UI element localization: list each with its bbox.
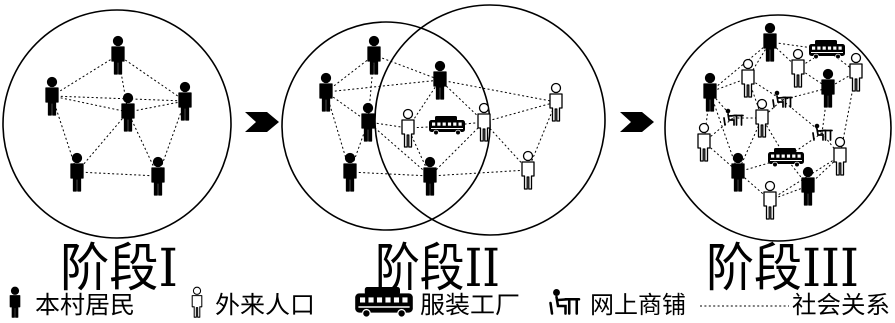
social-relation-line [76,111,129,173]
garment-factory-icon [809,40,845,60]
online-shop-icon [723,108,744,126]
resident-figure [423,156,437,196]
social-relation-line [127,100,186,113]
online-shop-icon [812,123,833,141]
garment-factory-icon [429,116,465,136]
migrant-figure [849,52,863,92]
social-relation-line [127,111,159,177]
resident-figure [319,72,333,112]
legend-migrant-label: 外来人口 [215,291,315,319]
factory-figure [355,287,413,318]
social-relation-line [51,95,129,113]
migrant-figure [763,180,777,220]
resident-figure [367,35,381,75]
migrant-figure [549,82,563,122]
social-relation-line [117,54,186,102]
social-relation-line [527,101,557,171]
resident-figure [801,166,815,206]
resident-figure [70,152,84,192]
social-relation-line [325,79,441,93]
migrant-figure [477,102,491,142]
social-relation-line [483,121,529,171]
resident-figure [731,152,745,192]
hollow-person-figure [191,286,203,318]
stage-1-circle [2,9,232,239]
social-relation-line [703,141,739,173]
migrant-figure [755,98,769,138]
legend-shop-label: 网上商铺 [590,291,686,319]
social-relation-line [709,41,771,93]
chevron-arrow-icon [245,112,279,132]
online-shop-icon [772,90,793,108]
social-relation-line [821,87,829,134]
filled-person-figure [9,286,21,318]
resident-figure [111,35,125,75]
resident-figure [121,92,135,132]
social-relation-line [76,171,159,177]
resident-figure [821,68,835,108]
legend-factory-label: 服装工厂 [420,291,520,319]
resident-figure [361,102,375,142]
legend-relation-label: 社会关系 [792,291,890,319]
online-shop-icon [549,289,581,315]
garment-factory-icon [768,148,804,168]
migrant-figure [697,122,711,162]
resident-figure [178,81,192,121]
stage-3-network [664,14,892,242]
social-relation-line [349,171,431,177]
chevron-arrow-icon [620,112,654,132]
resident-figure [45,76,59,116]
legend: 本村居民 外来人口 服装工厂 网上商铺 社会关系 [9,286,890,319]
migrant-figure [833,136,847,176]
stage-2-network [281,4,606,236]
social-relation-line [325,54,375,93]
stage-1-label: 阶段I [60,239,178,299]
social-relation-line [439,79,485,123]
stage-1-network [2,9,232,239]
social-relation-line [373,54,441,81]
resident-figure [433,60,447,100]
garment-factory-icon [355,287,413,318]
stage-3-circle [664,14,892,242]
hollow-person-icon [191,286,203,318]
social-relation-line [483,101,557,123]
filled-person-icon [9,286,21,318]
social-relation-line [429,169,529,177]
social-relation-line [781,87,829,101]
social-relation-line [761,117,787,159]
social-relation-line [51,95,186,102]
migrant-figure [791,48,805,88]
resident-figure [151,156,165,196]
stage-3-label: 阶段III [706,239,859,299]
legend-resident-label: 本村居民 [35,291,135,319]
migrant-figure [741,58,755,98]
migrant-figure [401,108,415,148]
social-relation-line [51,54,119,97]
stage-2-outsider-circle [374,4,606,236]
social-relation-line [367,121,431,177]
resident-figure [763,22,777,62]
social-relation-line [407,79,441,129]
social-relation-line [439,79,557,103]
shop-figure [549,289,581,315]
resident-figure [703,72,717,112]
social-relation-line [769,41,828,51]
migrant-figure [521,150,535,190]
resident-figure [343,152,357,192]
